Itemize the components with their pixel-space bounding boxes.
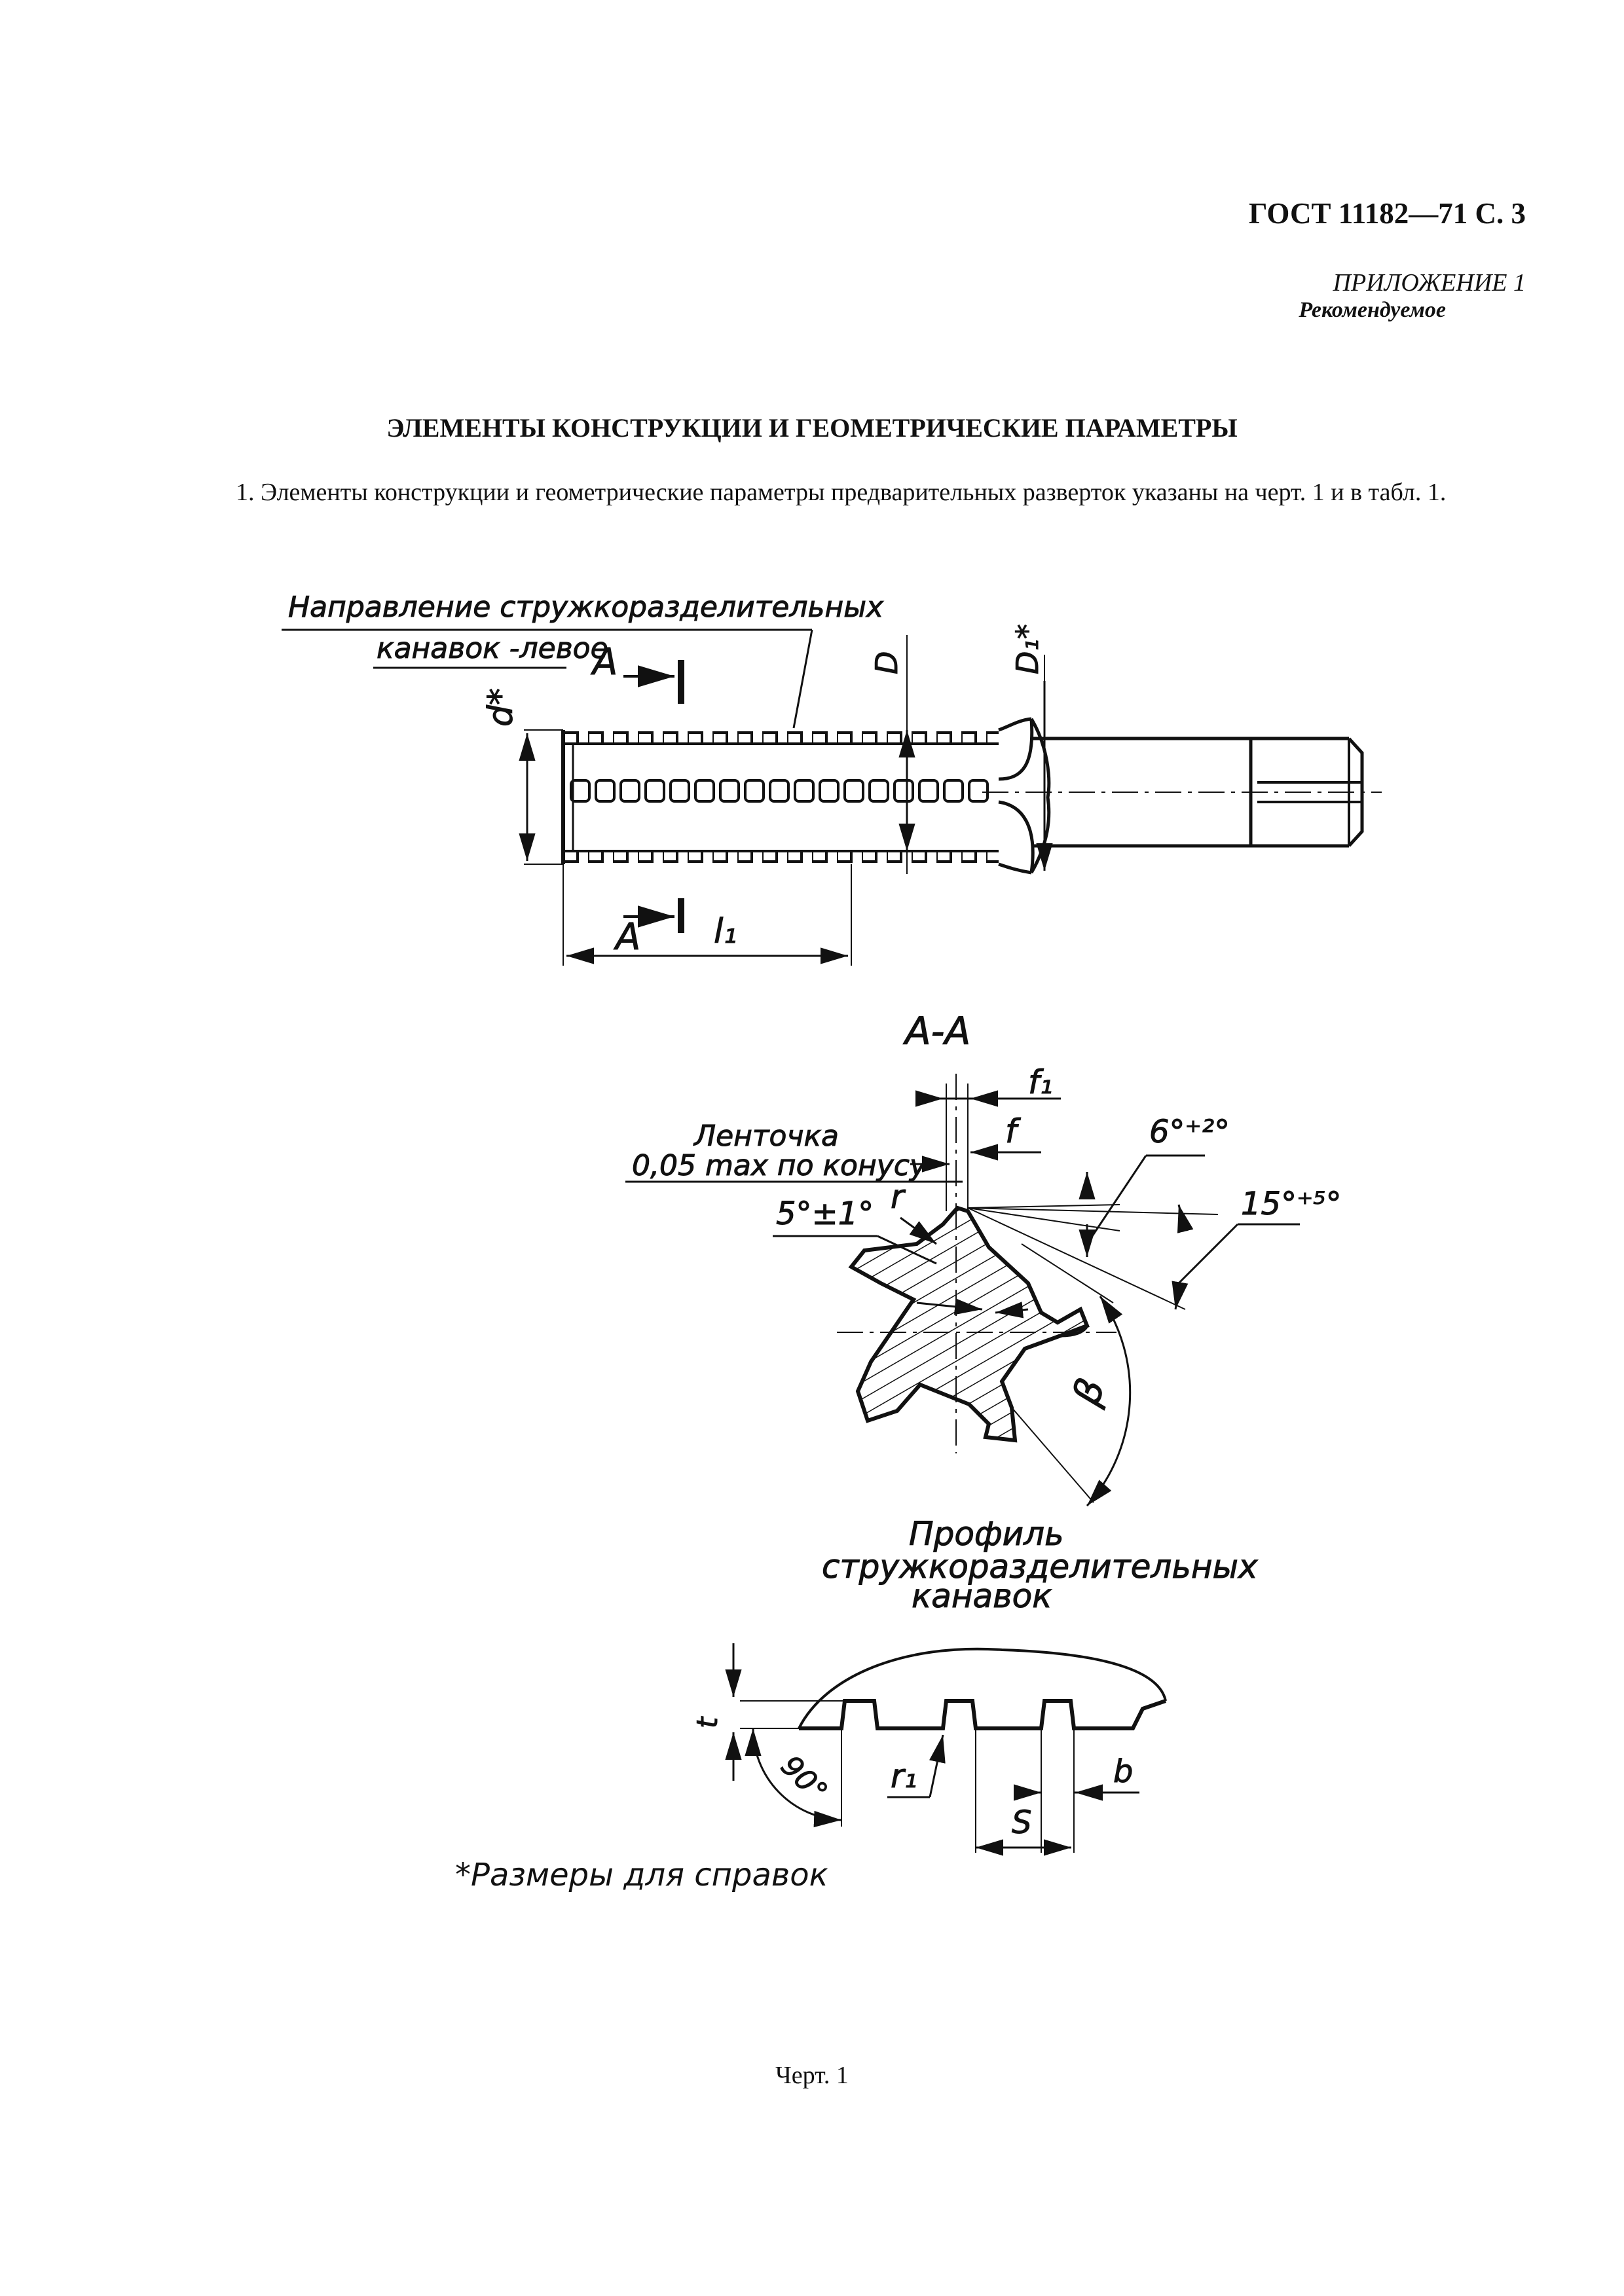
section-mark-top: A <box>591 641 618 683</box>
profile-label-line1: Профиль <box>909 1515 1064 1553</box>
dim-S: S <box>1012 1804 1031 1841</box>
intro-paragraph: 1. Элементы конструкции и геометрические… <box>236 479 1447 506</box>
dim-l1: l₁ <box>714 912 737 951</box>
figure-caption: Черт. 1 <box>775 2062 849 2089</box>
direction-label-line1: Направление стружкоразделительных <box>288 591 884 624</box>
document-header: ГОСТ 11182—71 С. 3 <box>1248 197 1526 230</box>
direction-label-line2: канавок -левое <box>377 632 608 665</box>
appendix-label: ПРИЛОЖЕНИЕ 1 <box>1333 269 1526 297</box>
angle-5-label: 5°±1° <box>776 1195 874 1232</box>
profile-label-line2: стружкоразделительных <box>822 1548 1258 1586</box>
land-label-line2: 0,05 max по конусу <box>632 1149 927 1182</box>
section-view-a-a: A-A f₁ f Ленточка 0,05 max по конусу 6°⁺… <box>625 1009 1342 1506</box>
radius-r-label: r <box>891 1178 906 1216</box>
dim-D1: D₁* <box>1010 624 1045 674</box>
groove-profile-view: Профиль стружкоразделительных канавок t … <box>691 1515 1259 1856</box>
angle-beta-label: β <box>1063 1373 1114 1412</box>
angle-90-label: 90° <box>774 1749 834 1809</box>
appendix-note: Рекомендуемое <box>1299 298 1446 322</box>
dim-D: D <box>869 651 904 674</box>
dim-f: f <box>1005 1112 1021 1150</box>
section-title-a-a: A-A <box>902 1009 970 1053</box>
dim-d: d* <box>481 688 521 727</box>
land-label-line1: Ленточка <box>693 1120 839 1153</box>
profile-label-line3: канавок <box>912 1577 1052 1615</box>
angle-15-label: 15°⁺⁵° <box>1241 1186 1342 1222</box>
section-mark-bottom: A <box>614 916 640 958</box>
dim-f1: f₁ <box>1028 1063 1053 1101</box>
radius-r1-label: r₁ <box>891 1757 917 1795</box>
tool-side-view: Направление стружкоразделительных канаво… <box>282 591 1382 966</box>
section-profile <box>848 1205 1090 1443</box>
dim-t: t <box>691 1716 724 1728</box>
footnote-reference-sizes: *Размеры для справок <box>455 1857 828 1893</box>
section-title: ЭЛЕМЕНТЫ КОНСТРУКЦИИ И ГЕОМЕТРИЧЕСКИЕ ПА… <box>386 413 1238 443</box>
dim-b: b <box>1113 1753 1133 1790</box>
angle-6-label: 6°⁺²° <box>1149 1114 1230 1150</box>
